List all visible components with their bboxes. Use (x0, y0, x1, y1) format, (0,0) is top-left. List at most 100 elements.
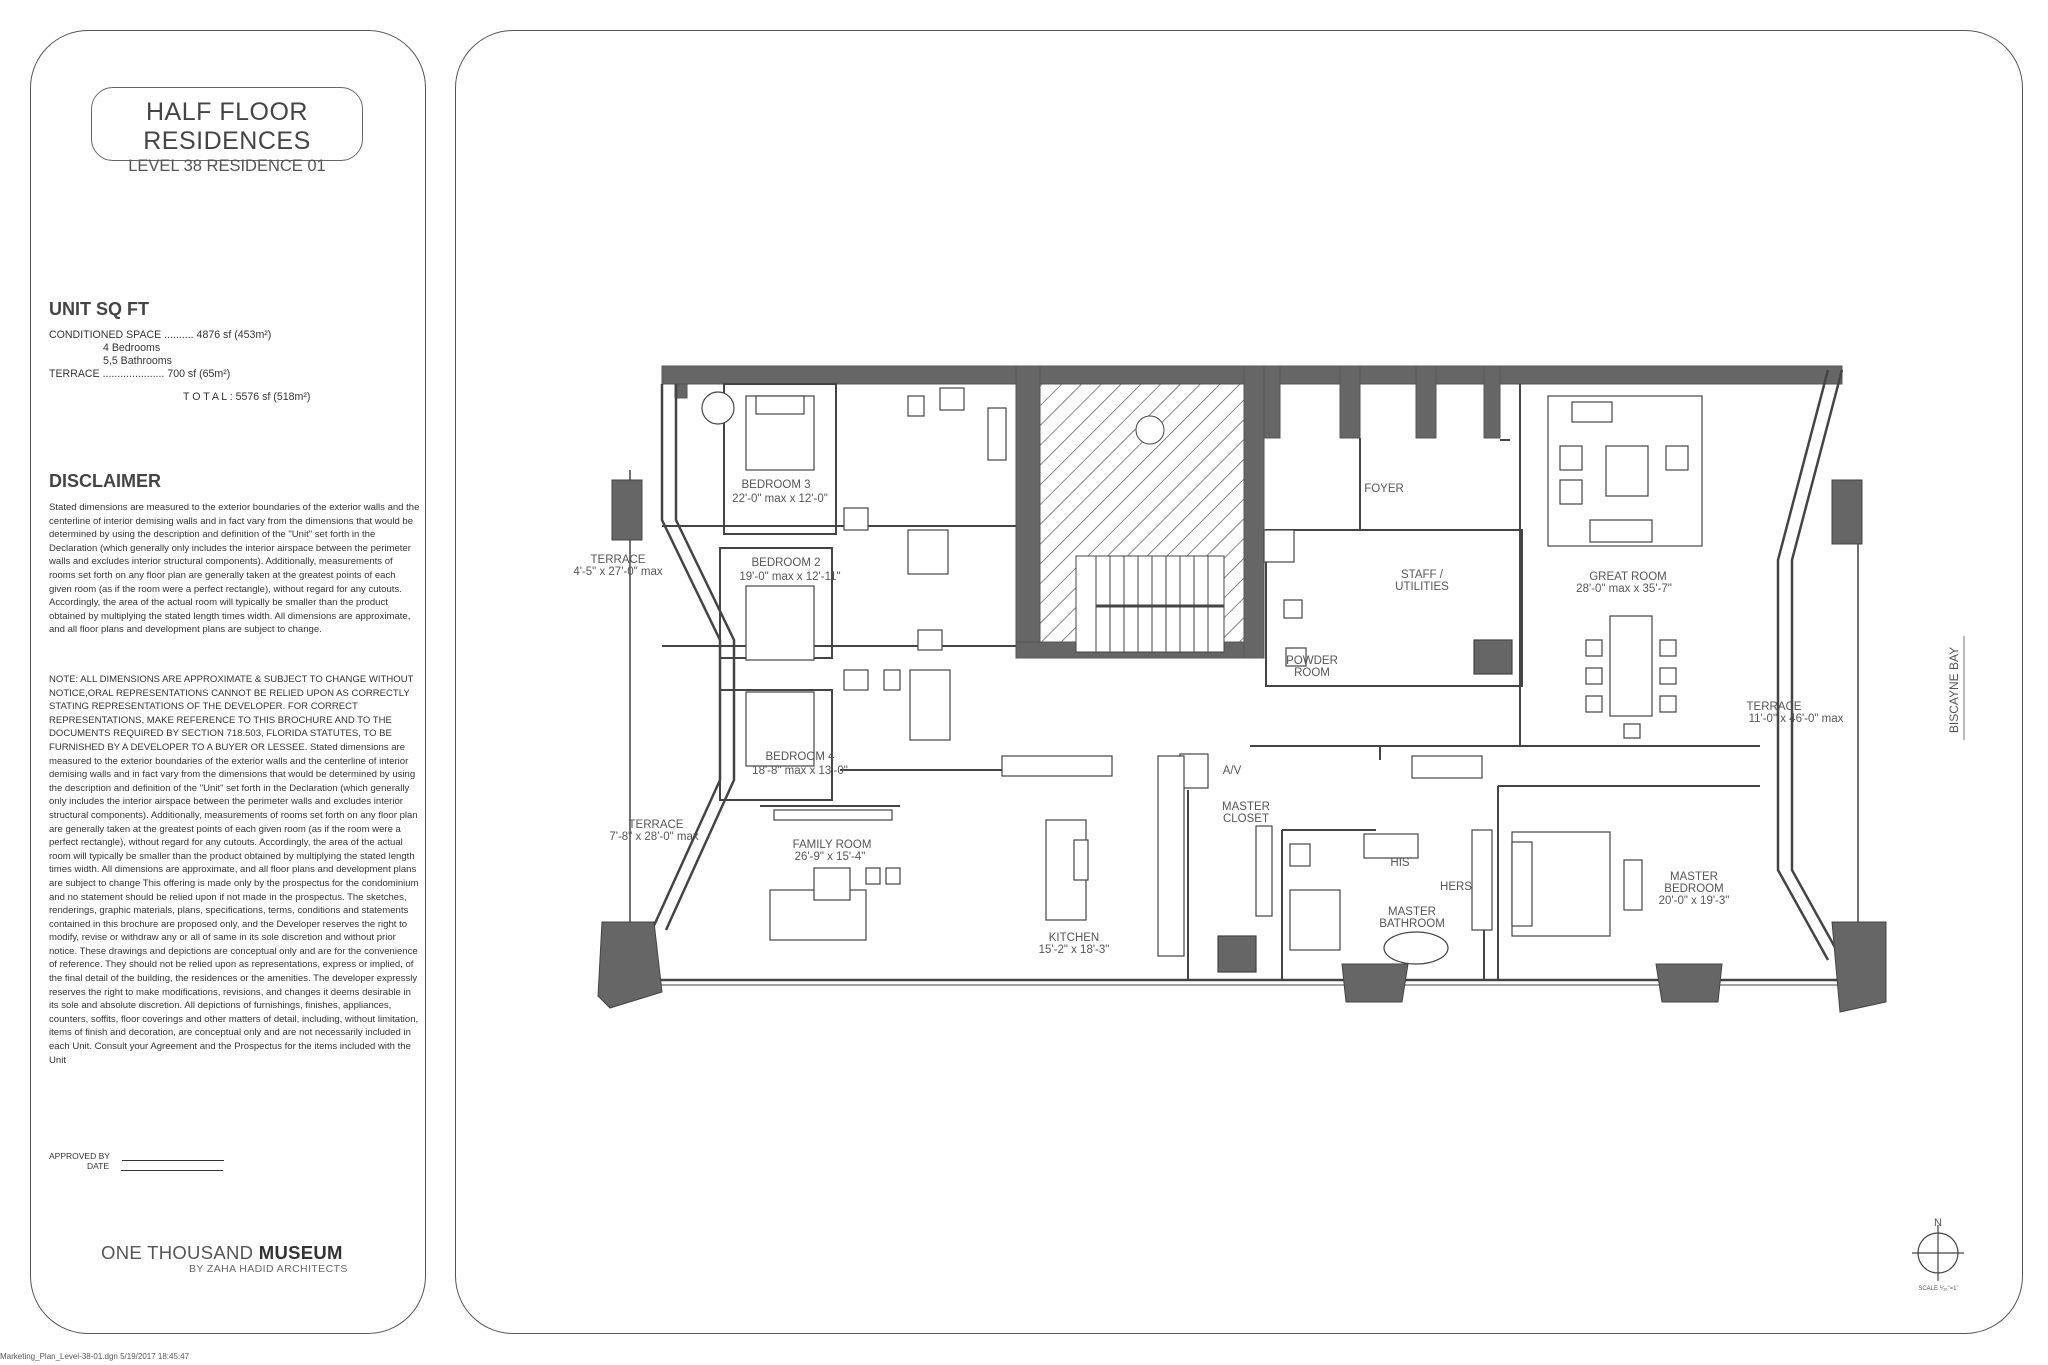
hers-vanity (1471, 829, 1493, 931)
conditioned-space-row: CONDITIONED SPACE .......... 4876 sf (45… (49, 329, 272, 341)
sink-b3 (939, 387, 965, 411)
bedrooms-row: 4 Bedrooms (103, 342, 161, 354)
shower-staff (1263, 529, 1295, 563)
armchair-gr (1559, 445, 1583, 471)
label-his: HIS (1390, 857, 1410, 869)
sink-b4a (917, 629, 943, 651)
label-master: MASTER (1222, 801, 1270, 813)
shower-b4 (909, 669, 951, 741)
shaft-wall-1 (1263, 365, 1281, 439)
round-table-b3 (701, 391, 735, 425)
columns (597, 479, 1887, 1013)
dim-bedroom-2: 19'-0" max x 12'-11" (739, 571, 840, 583)
furniture (745, 395, 1703, 957)
shower-b2 (907, 529, 949, 575)
bed-b2 (745, 585, 815, 661)
column-se (1831, 921, 1887, 1013)
bed-b4 (745, 691, 815, 767)
master-bed-bench (1623, 859, 1643, 911)
great-room-table (1605, 445, 1649, 497)
bathrooms-row: 5,5 Bathrooms (103, 355, 172, 367)
sofa-gr-2 (1589, 519, 1653, 543)
label-biscayne-bay: BISCAYNE BAY (1947, 647, 1961, 733)
page-subtitle: LEVEL 38 RESIDENCE 01 (128, 157, 326, 175)
dining-chair-3 (1585, 695, 1603, 713)
approval-block: APPROVED BY DATE (49, 1151, 224, 1171)
range (1073, 839, 1089, 881)
column-ne (1831, 479, 1863, 545)
north-arrow: N SCALE ⅟₁₆"=1' (1912, 1217, 1964, 1292)
label-master-bath-1: MASTER (1388, 906, 1436, 918)
dining-table (1609, 615, 1653, 717)
family-ottoman-1 (865, 867, 881, 885)
shaft-wall-2 (1339, 365, 1361, 439)
room-labels: BEDROOM 3 22'-0" max x 12'-0" BEDROOM 2 … (573, 479, 1965, 956)
brand-logo: ONE THOUSAND MUSEUM (101, 1242, 343, 1263)
toilet-b4 (883, 669, 901, 691)
column-sw (597, 921, 663, 1009)
av-column (1179, 753, 1209, 789)
master-closet-shelf (1255, 825, 1273, 917)
column-s2 (1655, 963, 1723, 1003)
walls (661, 365, 1843, 659)
label-av: A/V (1223, 765, 1242, 777)
label-bedroom-4: BEDROOM 4 (765, 751, 835, 763)
label-terrace-west-2: TERRACE (629, 819, 684, 831)
bathtub-b3 (987, 407, 1007, 461)
armchair-gr-2 (1559, 479, 1583, 505)
toilet-powder (1283, 599, 1303, 619)
kitchen-counter-top (1001, 755, 1113, 777)
washer (1473, 639, 1513, 675)
date-label: DATE (87, 1161, 110, 1171)
label-bedroom-2: BEDROOM 2 (751, 557, 820, 569)
bar-counter (1411, 755, 1483, 779)
dim-great-room: 28'-0" max x 35'-7" (1576, 583, 1672, 595)
north-label: N (1934, 1217, 1942, 1229)
armchair-gr-3 (1665, 445, 1689, 471)
disclaimer-heading: DISCLAIMER (49, 471, 161, 491)
floor-plan-panel (455, 30, 2023, 1334)
label-powder: POWDER (1286, 655, 1338, 667)
dim-bedroom-3: 22'-0" max x 12'-0" (732, 493, 828, 505)
label-powder-room: ROOM (1294, 667, 1330, 679)
bed-b3-pillow (755, 395, 805, 415)
master-shower (1289, 889, 1341, 951)
dining-chair-2 (1585, 667, 1603, 685)
toilet-b3 (907, 395, 925, 417)
core-wall-right (1243, 365, 1265, 659)
family-console (773, 809, 893, 821)
total-row: T O T A L : 5576 sf (518m²) (183, 391, 311, 403)
label-foyer: FOYER (1364, 483, 1404, 495)
sink-b4b (843, 669, 869, 691)
core-wall-left (1015, 365, 1041, 657)
dim-terrace-west-1: 4'-5" x 27'-0" max (573, 566, 663, 578)
disclaimer-paragraph-2: NOTE: ALL DIMENSIONS ARE APPROXIMATE & S… (49, 674, 419, 1066)
his-sink (1363, 833, 1419, 859)
elevator-fixture (1135, 415, 1165, 445)
dining-chair-6 (1659, 695, 1677, 713)
sink-powder (1285, 647, 1307, 667)
label-great-room: GREAT ROOM (1589, 571, 1667, 583)
fixtures (701, 387, 1513, 973)
dim-terrace-west-2: 7'-8" x 28'-0" max (609, 831, 699, 843)
dining-chair-4 (1659, 639, 1677, 657)
brand-logo-subtitle: BY ZAHA HADID ARCHITECTS (189, 1263, 348, 1275)
label-family-room: FAMILY ROOM (793, 839, 872, 851)
kitchen-counter-left (1157, 755, 1185, 957)
master-bed-pillow (1511, 841, 1533, 927)
page-title: HALF FLOOR RESIDENCES (143, 98, 311, 155)
unit-sqft-table: CONDITIONED SPACE .......... 4876 sf (45… (49, 329, 310, 404)
dim-family-room: 26'-9" x 15'-4" (795, 851, 866, 863)
column-nw (611, 479, 643, 541)
scale-label: SCALE ⅟₁₆"=1' (1918, 1286, 1957, 1292)
dining-chair-5 (1659, 667, 1677, 685)
dining-chair-1 (1585, 639, 1603, 657)
family-ottoman-2 (885, 867, 901, 885)
info-panel: HALF FLOOR RESIDENCES LEVEL 38 RESIDENCE… (30, 30, 426, 1334)
title-box: HALF FLOOR RESIDENCES LEVEL 38 RESIDENCE… (91, 87, 363, 175)
column-s1 (1341, 963, 1409, 1003)
label-master-bedroom-2: BEDROOM (1664, 883, 1723, 895)
dim-terrace-east: 11'-0" x 46'-0" max (1749, 713, 1844, 725)
dining-chair-7 (1623, 723, 1641, 739)
